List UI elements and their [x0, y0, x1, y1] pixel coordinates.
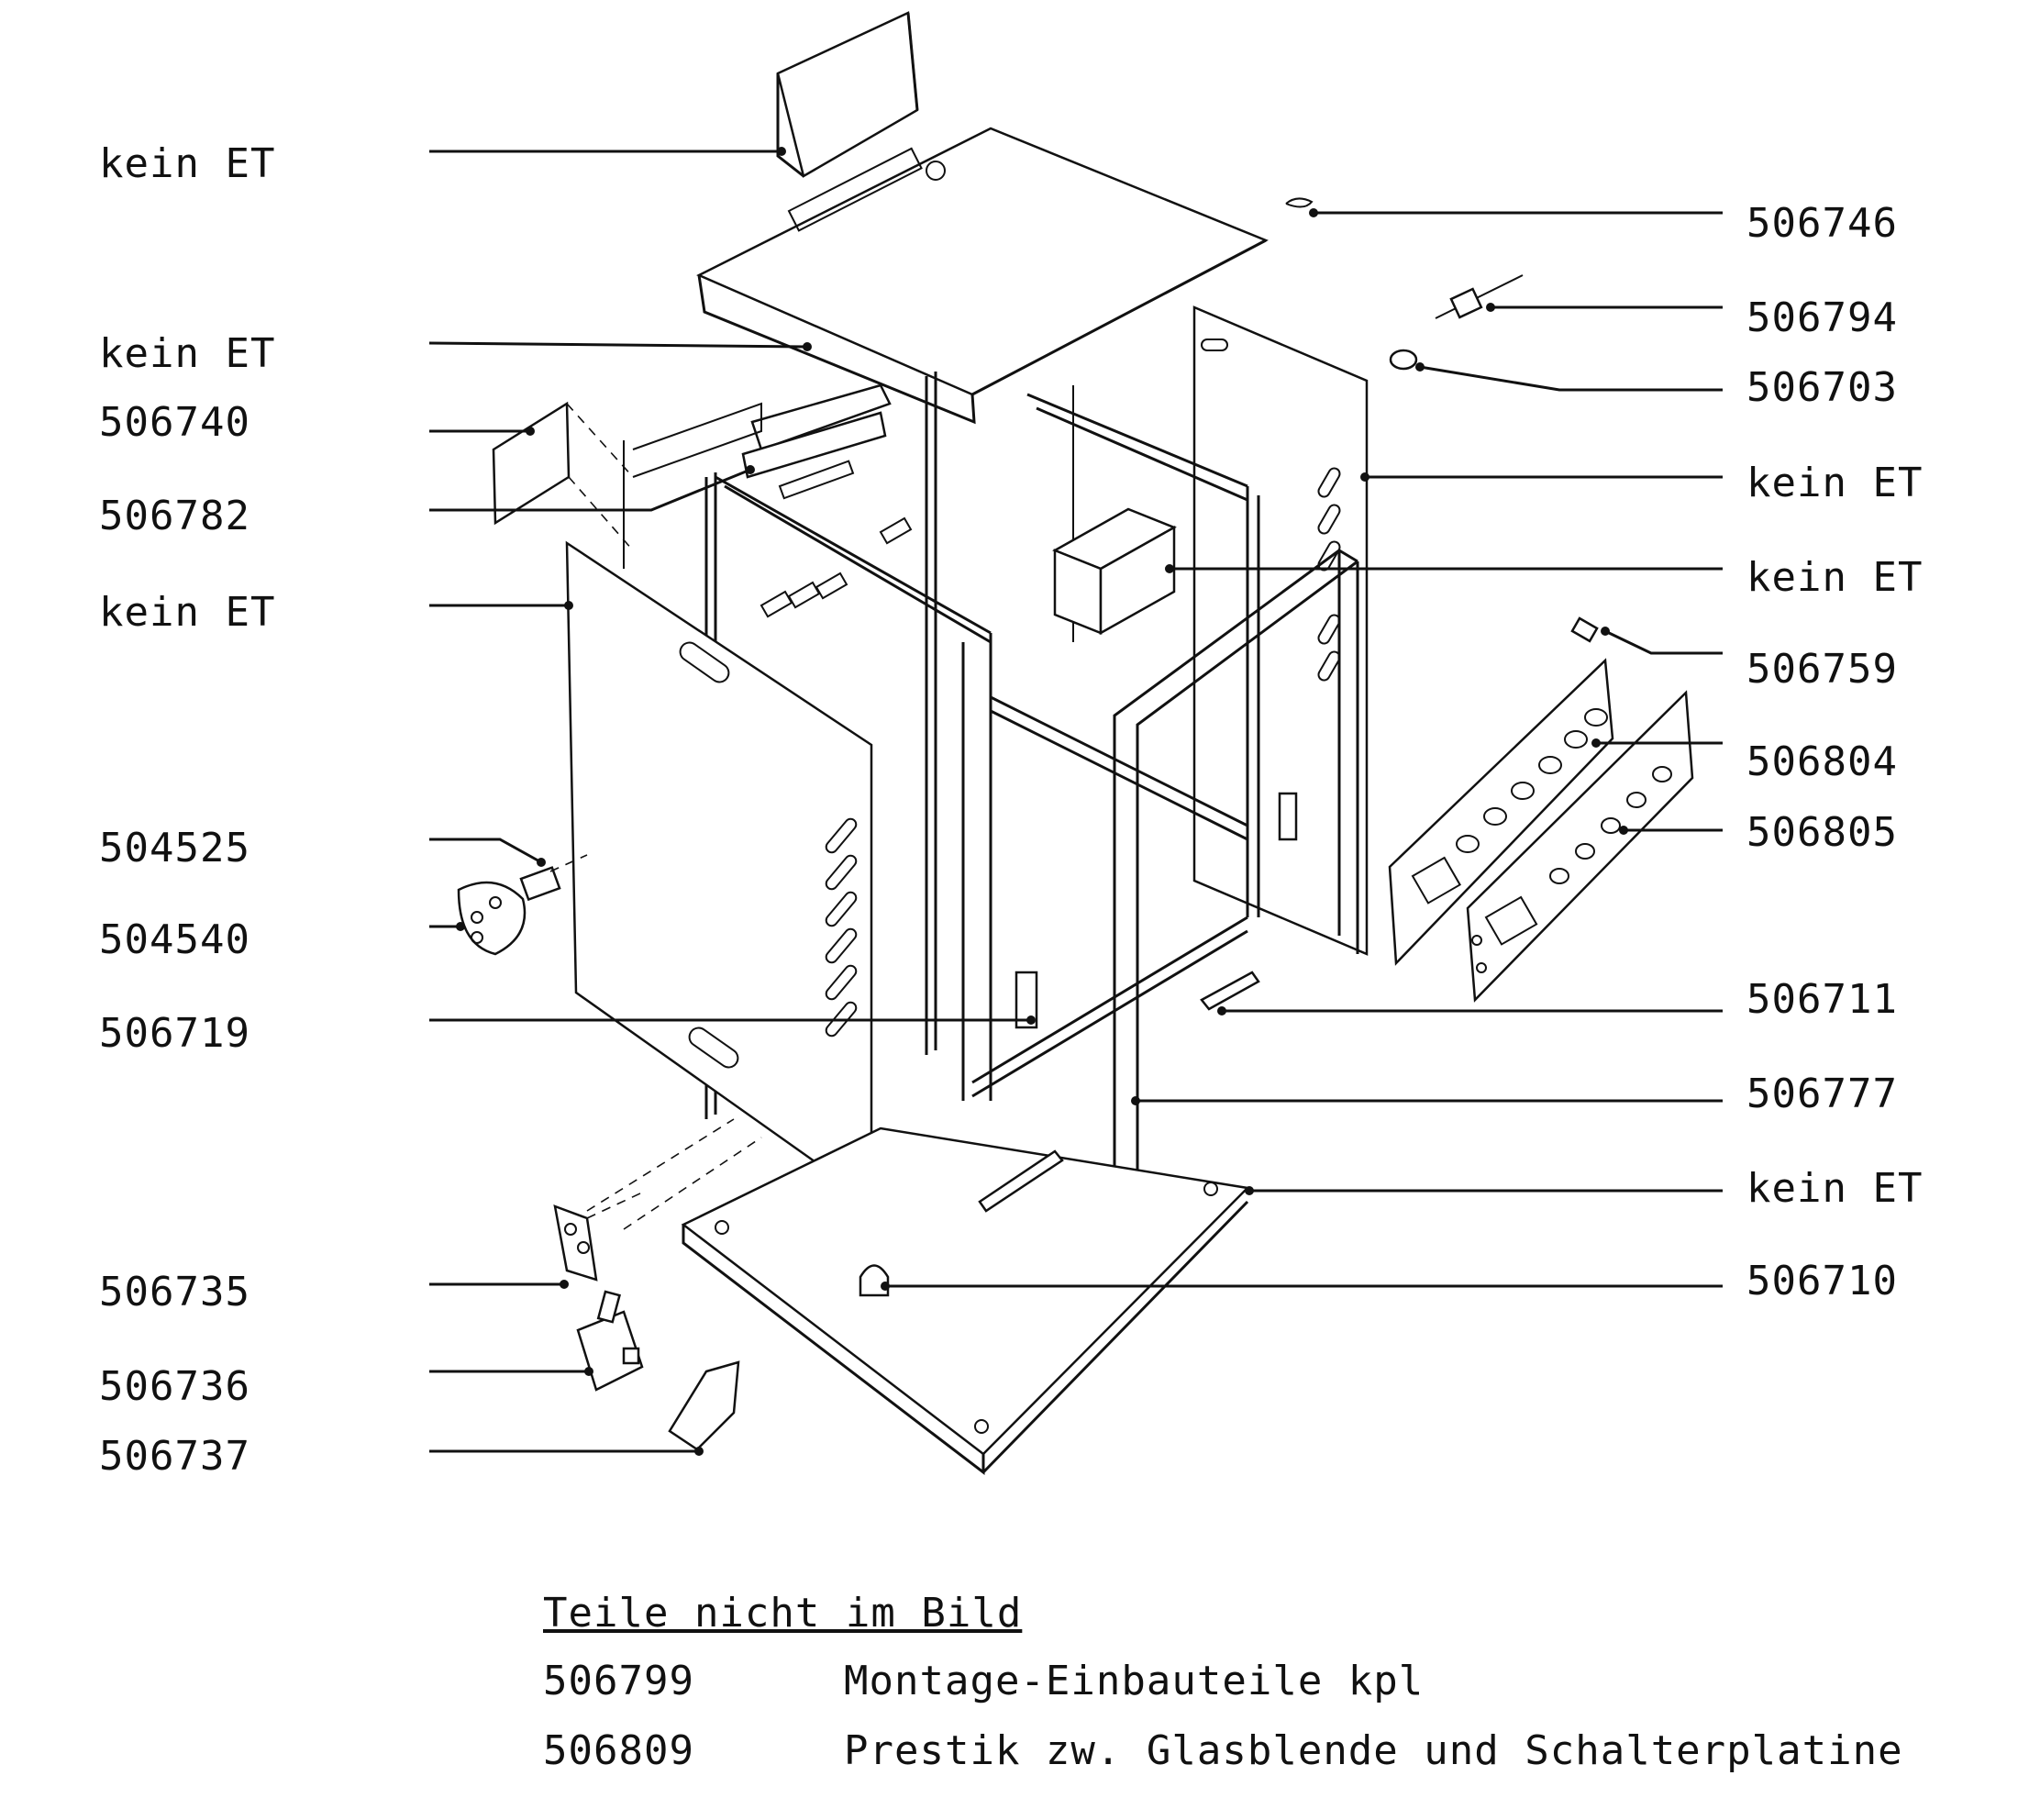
- bracket: [492, 401, 634, 551]
- label-right-506794: 506794: [1746, 294, 1898, 341]
- fan-motor: [632, 383, 892, 500]
- label-left-506737: 506737: [99, 1433, 250, 1480]
- label-right-506703: 506703: [1746, 364, 1898, 411]
- label-right-506711: 506711: [1746, 976, 1898, 1023]
- footer-part-description: Prestik zw. Glasblende und Schalterplati…: [844, 1727, 1903, 1774]
- top-cover-plate: [696, 127, 1269, 425]
- footer-title: Teile nicht im Bild: [543, 1590, 1023, 1637]
- front-frame: [1113, 549, 1359, 1202]
- label-left-506736: 506736: [99, 1363, 250, 1410]
- leader-lines-right: [881, 208, 1723, 1291]
- label-right-506759: 506759: [1746, 646, 1898, 693]
- left-side-panel: [565, 540, 873, 1204]
- footer-part-number: 506799: [543, 1658, 694, 1704]
- label-left-kein-et-1: kein ET: [99, 140, 276, 187]
- label-right-506777: 506777: [1746, 1071, 1898, 1117]
- footer-part-number: 506809: [543, 1727, 694, 1774]
- label-right-kein-et-2: kein ET: [1746, 554, 1924, 601]
- footer-part-description: Montage-Einbauteile kpl: [844, 1658, 1425, 1704]
- top-vent-box: [776, 11, 919, 178]
- label-left-506735: 506735: [99, 1269, 250, 1315]
- glass-panel: [1466, 690, 1694, 1003]
- label-right-kein-et-1: kein ET: [1746, 460, 1924, 506]
- label-right-506710: 506710: [1746, 1258, 1898, 1304]
- label-left-506740: 506740: [99, 399, 250, 446]
- small-hardware: [457, 197, 1599, 1451]
- inner-vent-slots: [760, 516, 913, 618]
- label-right-506746: 506746: [1746, 200, 1898, 247]
- label-right-506805: 506805: [1746, 809, 1898, 856]
- small-box: [1052, 507, 1177, 636]
- label-right-506804: 506804: [1746, 738, 1898, 785]
- base-strip: [978, 971, 1260, 1213]
- control-panel-front: [1388, 658, 1614, 966]
- label-left-506719: 506719: [99, 1010, 250, 1057]
- label-left-504540: 504540: [99, 916, 250, 963]
- label-right-kein-et-3: kein ET: [1746, 1165, 1924, 1212]
- label-left-506782: 506782: [99, 493, 250, 539]
- leader-lines-left: [428, 147, 1036, 1456]
- label-left-504525: 504525: [99, 825, 250, 871]
- rear-panel: [1192, 305, 1369, 956]
- base-plate: [586, 1118, 1250, 1476]
- label-left-kein-et-2: kein ET: [99, 330, 276, 377]
- label-left-kein-et-3: kein ET: [99, 589, 276, 636]
